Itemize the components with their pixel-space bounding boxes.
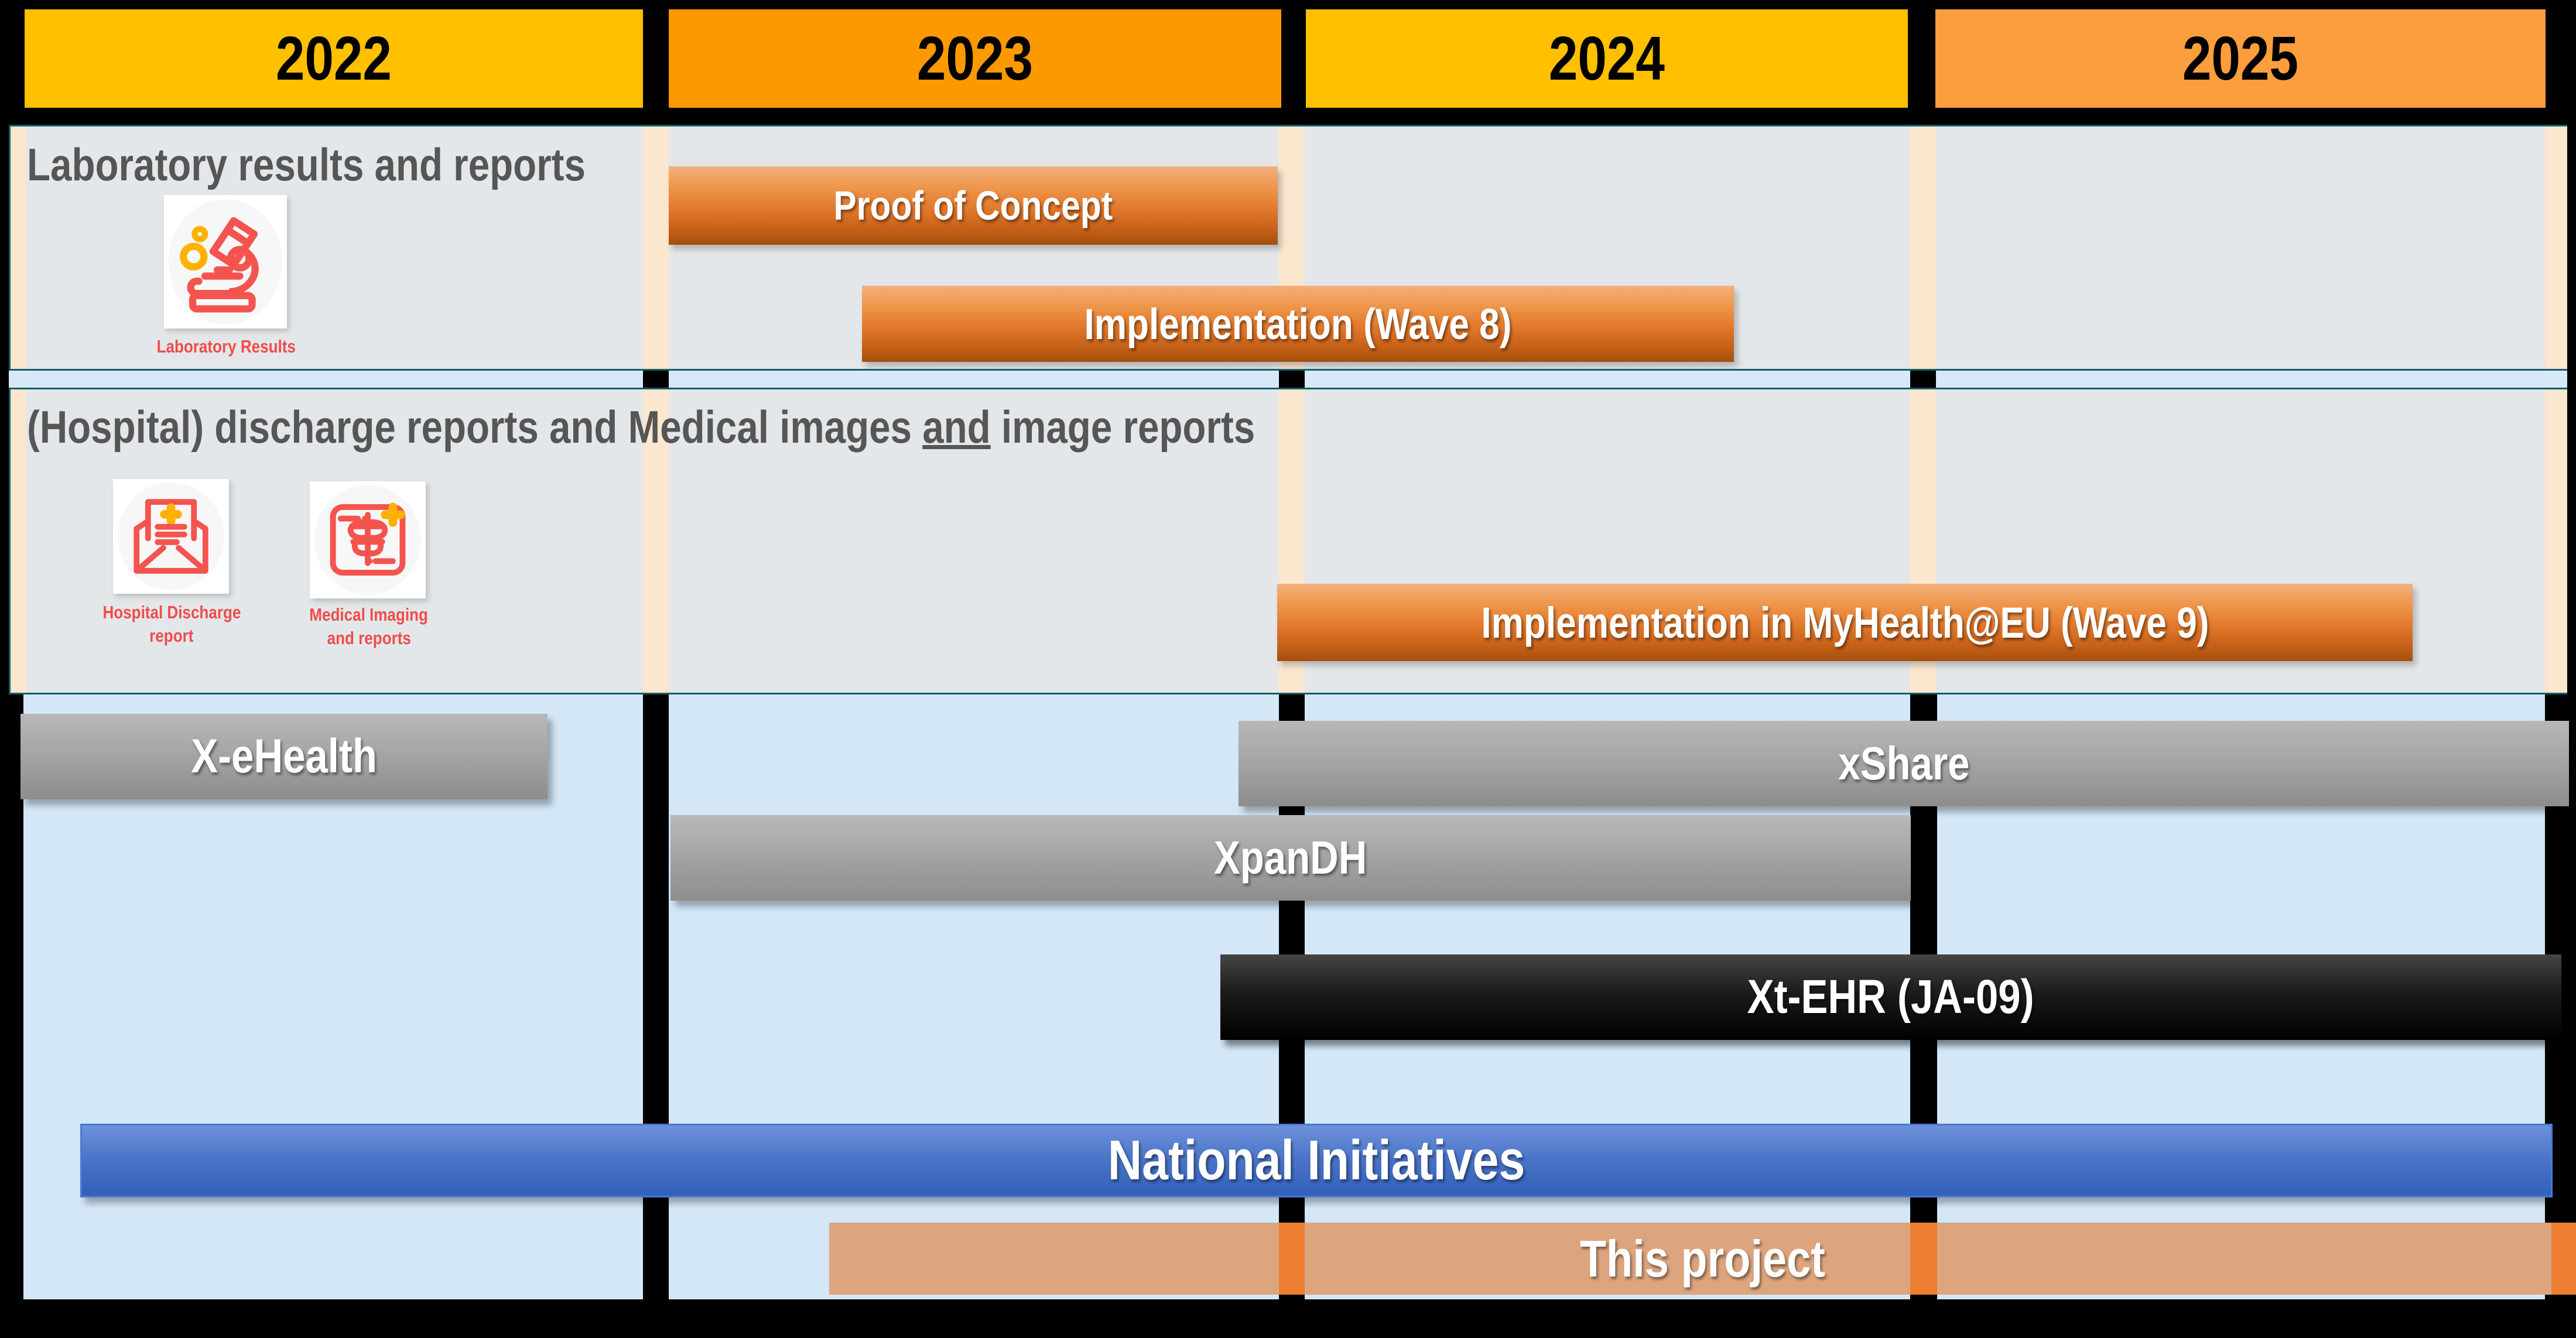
- bar-x-ehealth: X-eHealth: [20, 714, 548, 799]
- laboratory-results-icon-label: Laboratory Results: [156, 336, 296, 357]
- year-header-2025: 2025: [1935, 9, 2546, 108]
- bar-implementation-wave8: Implementation (Wave 8): [862, 286, 1734, 362]
- separator-stripe-orange: [1279, 1223, 1305, 1295]
- year-label: 2025: [2182, 23, 2299, 93]
- hospital-discharge-icon-label: Hospital Discharge report: [102, 602, 241, 646]
- bar-this-project: This project: [829, 1223, 2576, 1295]
- bar-xpandh: XpanDH: [670, 815, 1911, 901]
- gap-separator-block: [643, 371, 669, 388]
- gap-separator-block: [1910, 371, 1936, 388]
- separator-stripe-orange: [2551, 1223, 2576, 1295]
- bar-xshare: xShare: [1239, 721, 2569, 806]
- column-stripe: [11, 389, 26, 693]
- bar-xt-ehr-ja09: Xt-EHR (JA-09): [1220, 954, 2561, 1040]
- laboratory-results-icon-card: [164, 195, 287, 328]
- column-stripe: [643, 126, 669, 369]
- year-label: 2022: [275, 23, 392, 93]
- medical-imaging-icon-card: [310, 481, 426, 598]
- gap-separator-block: [1279, 371, 1305, 388]
- row-title-laboratory: Laboratory results and reports: [27, 139, 586, 190]
- year-header-2022: 2022: [25, 9, 643, 108]
- year-header-2024: 2024: [1306, 9, 1908, 108]
- bar-national-initiatives: National Initiatives: [80, 1124, 2553, 1197]
- column-stripe: [2545, 389, 2567, 693]
- medical-imaging-icon: [330, 502, 406, 576]
- separator-stripe-orange: [1910, 1223, 1937, 1295]
- column-stripe: [1910, 126, 1936, 369]
- medical-imaging-icon-label: Medical Imaging and reports: [309, 604, 429, 649]
- hospital-discharge-icon: [134, 499, 208, 574]
- row-title-discharge: (Hospital) discharge reports and Medical…: [27, 401, 1255, 453]
- column-stripe: [2545, 126, 2567, 369]
- column-separator: [643, 694, 669, 1299]
- microscope-icon: [180, 217, 259, 313]
- hospital-discharge-icon-card: [113, 479, 229, 594]
- bar-implementation-myhealth-eu-wave9: Implementation in MyHealth@EU (Wave 9): [1277, 584, 2413, 661]
- bar-proof-of-concept: Proof of Concept: [669, 166, 1278, 245]
- year-header-2023: 2023: [669, 9, 1281, 108]
- year-label: 2024: [1548, 23, 1665, 93]
- year-label: 2023: [916, 23, 1034, 93]
- column-stripe: [643, 389, 669, 693]
- column-stripe: [11, 126, 26, 369]
